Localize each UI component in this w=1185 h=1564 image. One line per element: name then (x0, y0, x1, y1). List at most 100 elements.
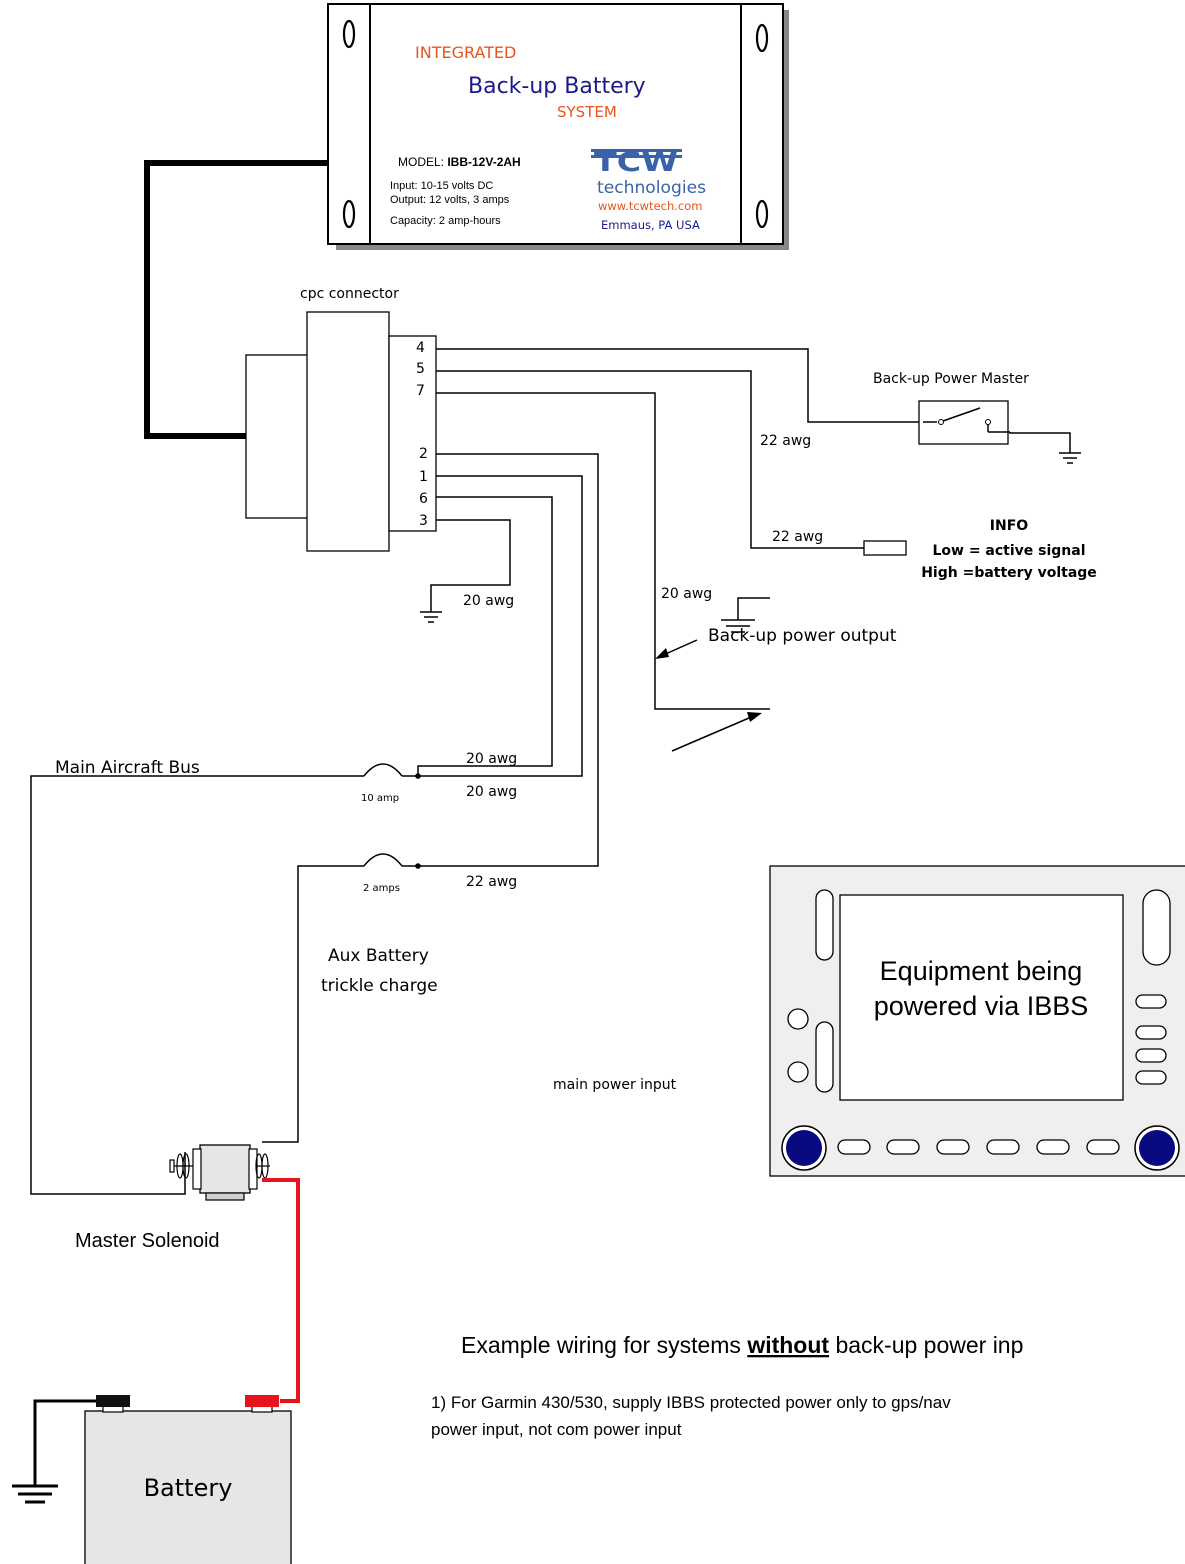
awg22-trickle-label: 22 awg (466, 874, 517, 890)
master-solenoid: Master Solenoid (75, 1144, 270, 1252)
fuse-2-label: 2 amps (363, 883, 400, 894)
trickle-charge-label: trickle charge (321, 976, 438, 996)
cpc-connector: cpc connector 4 5 7 2 1 6 3 (245, 286, 437, 552)
panel-slot (815, 889, 834, 961)
junction-dot (415, 773, 421, 779)
wire-main-bus (30, 775, 364, 1195)
arrowhead-icon (747, 712, 762, 722)
awg20-bus-b-label: 20 awg (466, 784, 517, 800)
panel-button (1135, 1025, 1167, 1040)
pin-2: 2 (419, 446, 428, 462)
pin-7: 7 (416, 383, 425, 399)
panel-button (1086, 1139, 1120, 1155)
tcw-logo: TCW technologies (591, 147, 706, 198)
pin-6: 6 (419, 491, 428, 507)
ground-icon (12, 1399, 110, 1504)
switch-contact (985, 419, 991, 425)
panel-button (986, 1139, 1020, 1155)
aux-battery-label: Aux Battery (328, 946, 429, 966)
panel-button (1036, 1139, 1070, 1155)
solenoid-body (199, 1144, 251, 1194)
arrowhead-icon (655, 648, 669, 659)
panel-dial (786, 1130, 822, 1166)
equipment-panel: Equipment being powered via IBBS (769, 865, 1185, 1177)
mount-slot (755, 23, 769, 53)
master-solenoid-label: Master Solenoid (75, 1230, 220, 1252)
awg20-output-label: 20 awg (661, 586, 712, 602)
main-cable (144, 160, 329, 439)
ground-icon (420, 611, 442, 623)
panel-slot (1142, 889, 1171, 966)
pin-3: 3 (419, 513, 428, 529)
pin-1: 1 (419, 469, 428, 485)
connector-plug (306, 311, 390, 552)
solenoid-terminal (248, 1148, 258, 1190)
panel-screen (839, 894, 1124, 1101)
switch-lever-icon (942, 407, 981, 422)
logo-stripe (591, 155, 682, 158)
solenoid-terminal (192, 1148, 202, 1190)
spec-capacity: Capacity: 2 amp-hours (390, 215, 501, 227)
awg20-ground-label: 20 awg (463, 593, 514, 609)
info-low: Low = active signal (932, 543, 1085, 559)
wire-pin7-output (436, 392, 770, 710)
panel-dial (1139, 1130, 1175, 1166)
panel-slot (815, 1021, 834, 1093)
wire-pin3-ground (430, 519, 511, 612)
junction-dot (415, 863, 421, 869)
panel-knob (787, 1008, 809, 1030)
mount-slot (342, 199, 356, 229)
logo-text: TCW (594, 147, 678, 178)
ibbs-right-flange (740, 3, 784, 245)
wire-pin4-master (436, 348, 919, 423)
pin-4: 4 (416, 340, 425, 356)
solenoid-nuts-right (255, 1153, 270, 1179)
info-terminal (863, 540, 907, 556)
wire-pin1-bus (418, 475, 583, 777)
website: www.tcwtech.com (598, 199, 702, 213)
panel-button (886, 1139, 920, 1155)
solenoid-nuts-left (169, 1153, 193, 1179)
ground-icon (1059, 452, 1081, 464)
wire-master-ground (1009, 432, 1071, 453)
fuse-10-icon (363, 763, 403, 777)
panel-button (936, 1139, 970, 1155)
ibbs-left-flange (327, 3, 371, 245)
battery-case (84, 1410, 292, 1564)
connector-body (245, 354, 309, 519)
info-title: INFO (990, 518, 1028, 534)
arrow-main-input (671, 714, 757, 752)
equipment-label-1: Equipment being (880, 956, 1083, 986)
backup-power-master: Back-up Power Master (873, 371, 1029, 445)
battery: Battery (84, 1395, 292, 1564)
mount-slot (342, 19, 356, 49)
awg20-bus-a-label: 20 awg (466, 751, 517, 767)
fuse-2-icon (363, 853, 403, 867)
wires (30, 348, 1071, 1195)
pin-5: 5 (416, 361, 425, 377)
title-system: SYSTEM (557, 103, 617, 121)
backup-output-label: Back-up power output (708, 626, 897, 646)
info-high: High =battery voltage (921, 565, 1097, 581)
awg22-info-label: 22 awg (772, 529, 823, 545)
backup-master-label: Back-up Power Master (873, 371, 1029, 387)
main-bus-label: Main Aircraft Bus (55, 758, 200, 778)
panel-button (837, 1139, 871, 1155)
spec-output: Output: 12 volts, 3 amps (390, 194, 510, 206)
equipment-label-2: powered via IBBS (874, 991, 1089, 1021)
battery-positive-cable (262, 1178, 300, 1403)
panel-button (1135, 1048, 1167, 1063)
main-power-input-label: main power input (553, 1077, 677, 1093)
ibbs-unit: INTEGRATED Back-up Battery SYSTEM MODEL:… (327, 3, 789, 250)
wire-equipment-ground (737, 597, 770, 620)
mount-slot (755, 199, 769, 229)
title-integrated: INTEGRATED (415, 43, 516, 62)
model-line: MODEL: IBB-12V-2AH (398, 155, 521, 169)
awg22-master-label: 22 awg (760, 433, 811, 449)
wire-pin2-trickle (418, 453, 599, 867)
switch-contact (938, 419, 944, 425)
logo-stripe (591, 149, 682, 152)
panel-button (1135, 994, 1167, 1009)
battery-clamp-negative (96, 1395, 130, 1407)
